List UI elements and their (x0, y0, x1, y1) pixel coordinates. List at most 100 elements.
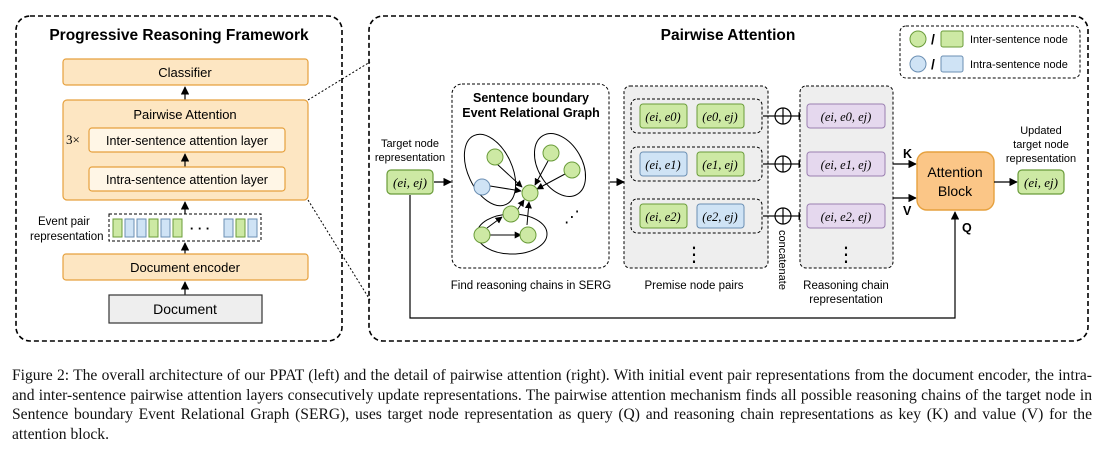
premise-node-2b (696, 203, 745, 229)
serg-node (473, 178, 491, 196)
right-panel: Pairwise Attention / Inter-sentence node… (368, 15, 1089, 342)
document-encoder-label: Document encoder (130, 260, 241, 275)
premise-node-2a-label: (ei, e2) (645, 210, 680, 224)
pair-vector (160, 218, 171, 238)
attention-block (916, 151, 995, 211)
target-node-label: (ei, ej) (393, 175, 427, 190)
concatenate-label: concatenate (776, 230, 788, 290)
zoom-connector-bottom (307, 199, 371, 301)
chain-node-2 (806, 203, 886, 229)
chain-node-0 (806, 103, 886, 129)
serg-title-line2: Event Relational Graph (462, 106, 600, 120)
chain-node-0-label: (ei, e0, ej) (821, 110, 872, 124)
updated-label-line2: target node (1013, 139, 1069, 151)
right-panel-border (368, 15, 1089, 342)
serg-edge (489, 185, 522, 194)
premise-node-2b-label: (e2, ej) (702, 210, 737, 224)
classifier-label: Classifier (158, 65, 212, 80)
event-pair-label-line1: Event pair (38, 216, 90, 228)
serg-caption: Find reasoning chains in SERG (451, 280, 611, 292)
premise-vdots: ⋮ (684, 244, 704, 266)
serg-sentence-ellipse (533, 133, 587, 197)
document-encoder-box (62, 253, 309, 281)
serg-box (451, 83, 610, 269)
chain-caption-line1: Reasoning chain (803, 280, 889, 292)
attention-block-line2: Block (938, 183, 973, 199)
intra-sentence-layer-label: Intra-sentence attention layer (106, 173, 268, 187)
left-panel-border (15, 15, 343, 342)
right-panel-title: Pairwise Attention (661, 27, 796, 44)
pair-vector (136, 218, 147, 238)
event-pair-label-line2: representation (30, 231, 104, 243)
premise-node-2a (639, 203, 688, 229)
chain-node-1-label: (ei, e1, ej) (821, 158, 872, 172)
repeat-label: 3× (66, 132, 80, 147)
premise-node-0b (696, 103, 745, 129)
pair-vector (124, 218, 135, 238)
value-label: V (903, 204, 912, 218)
legend-intra-label: Intra-sentence node (970, 59, 1068, 71)
target-node (386, 169, 434, 195)
figure-caption: Figure 2: The overall architecture of ou… (12, 367, 1092, 443)
premise-node-0a (639, 103, 688, 129)
query-label: Q (962, 221, 972, 235)
chain-node-2-label: (ei, e2, ej) (821, 210, 872, 224)
chain-vdots: ⋮ (836, 244, 856, 266)
classifier-box (62, 58, 309, 86)
inter-sentence-layer-box (88, 127, 286, 153)
left-panel: Progressive Reasoning Framework Classifi… (15, 15, 343, 342)
serg-title-line1: Sentence boundary (473, 91, 589, 105)
document-label: Document (153, 301, 217, 317)
serg-node (519, 226, 537, 244)
attention-block-line1: Attention (927, 164, 982, 180)
pair-vector-dots: · · · (190, 221, 210, 236)
target-label-line1: Target node (381, 138, 439, 150)
legend-slash: / (931, 56, 935, 72)
key-label: K (903, 147, 912, 161)
intra-sentence-layer-box (88, 166, 286, 192)
serg-edge (536, 173, 566, 190)
pair-vector (172, 218, 183, 238)
serg-edge (486, 216, 503, 229)
updated-target-node (1017, 169, 1065, 195)
pair-vector (223, 218, 234, 238)
serg-edge (524, 201, 532, 226)
legend-inter-rect-icon (940, 30, 964, 48)
premise-node-1a (639, 151, 688, 177)
premise-node-0b-label: (e0, ej) (702, 110, 737, 124)
premise-caption: Premise node pairs (644, 280, 743, 292)
serg-node (542, 144, 560, 162)
serg-edge (496, 163, 523, 188)
serg-node (486, 148, 504, 166)
legend-inter-label: Inter-sentence node (970, 34, 1068, 46)
premise-node-1b (696, 151, 745, 177)
pair-vector (247, 218, 258, 238)
premise-node-1b-label: (e1, ej) (702, 158, 737, 172)
zoom-connector-top (307, 61, 371, 101)
event-pair-vectors-box (108, 213, 262, 242)
serg-node (563, 161, 581, 179)
inter-sentence-layer-label: Inter-sentence attention layer (106, 134, 268, 148)
serg-edge (534, 160, 549, 186)
premise-node-0a-label: (ei, e0) (645, 110, 680, 124)
pair-vector (148, 218, 159, 238)
premise-node-1a-label: (ei, e1) (645, 158, 680, 172)
chain-node-1 (806, 151, 886, 177)
pair-vector (112, 218, 123, 238)
query-path-arrow (409, 195, 960, 319)
target-label-line2: representation (375, 152, 445, 164)
updated-label-line3: representation (1006, 153, 1076, 165)
serg-target-node (521, 184, 539, 202)
updated-label-line1: Updated (1020, 125, 1062, 137)
serg-sentence-ellipse (463, 133, 517, 207)
left-panel-title: Progressive Reasoning Framework (49, 27, 309, 44)
serg-ellipsis: ⋰ (564, 209, 580, 226)
pair-vector (235, 218, 246, 238)
serg-node (502, 205, 520, 223)
legend-intra-rect-icon (940, 55, 964, 73)
chain-caption-line2: representation (809, 294, 883, 306)
legend-box (899, 25, 1081, 79)
legend-slash: / (931, 31, 935, 47)
pairwise-attention-label: Pairwise Attention (133, 107, 236, 122)
